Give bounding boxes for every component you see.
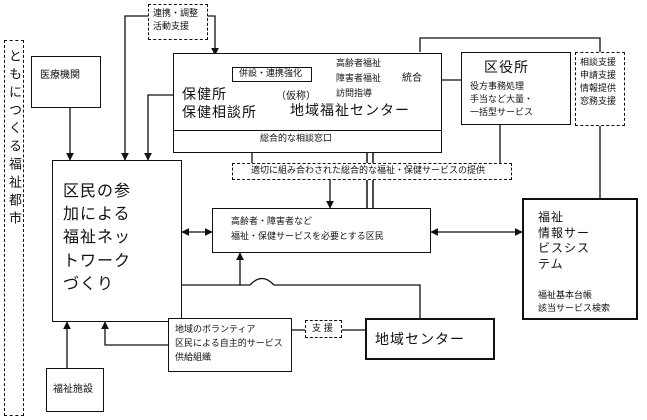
medical-institution-box: 医療機関 xyxy=(31,56,101,108)
center-to-network-arrow xyxy=(144,94,173,161)
provision-banner: 適切に組み合わされた総合的な福祉・保健サービスの提供 xyxy=(251,166,486,176)
bottom-loop-line xyxy=(124,277,421,320)
support-label: 支 援 xyxy=(312,324,333,334)
support-label-box: 支 援 xyxy=(305,320,342,338)
health-welfare-center-box: 併設・連携強化 保健所 保健相談所 （仮称） 地域福祉センター 高齢者福祉 障害… xyxy=(173,53,442,153)
welfare-facility-box: 福祉施設 xyxy=(46,368,104,412)
provisional-label: （仮称） xyxy=(276,91,316,102)
integration-label: 統合 xyxy=(402,73,422,84)
service-visit: 訪問指導 xyxy=(336,89,373,99)
target-residents-label: 高齢者・障害者など 福祉・保健サービスを必要とする区民 xyxy=(231,217,384,243)
cooperation-box: 併設・連携強化 xyxy=(232,67,312,82)
volunteer-to-network-arrow xyxy=(101,321,168,346)
welfare-info-system-title: 福祉 情報サー ビスシス テム xyxy=(538,210,591,271)
volunteer-label: 地域のボランティア 区民による自主的サービス 供給組織 xyxy=(175,325,283,363)
welfare-info-system-sub: 福祉基本台帳 該当サービス検索 xyxy=(538,291,611,315)
ward-to-support-bracket xyxy=(419,37,601,52)
welfare-info-system-box: 福祉 情報サー ビスシス テム 福祉基本台帳 該当サービス検索 xyxy=(522,198,638,320)
center-divider xyxy=(174,130,441,131)
support-list: 相談支援 申請支援 情報提供 窓務支援 xyxy=(580,58,617,108)
liaison-to-center-arrow xyxy=(205,15,219,56)
medical-institution-label: 医療機関 xyxy=(40,70,80,81)
general-consultation-label: 総合的な相談窓口 xyxy=(260,134,333,144)
cooperation-label: 併設・連携強化 xyxy=(239,69,303,79)
community-center-label: 地域センター xyxy=(375,332,465,348)
health-consultation-label: 保健相談所 xyxy=(182,105,257,121)
ward-office-details: 役方事務処理 手当など大量・ 一括型サービス xyxy=(470,82,534,119)
side-slogan: ともにつくる福祉都市 xyxy=(6,49,21,229)
provision-banner-box: 適切に組み合わされた総合的な福祉・保健サービスの提供 xyxy=(232,163,512,180)
regional-welfare-center-label: 地域福祉センター xyxy=(290,103,410,119)
health-center-label: 保健所 xyxy=(182,87,227,103)
service-elderly: 高齢者福祉 xyxy=(336,59,382,69)
liaison-to-network-arrow xyxy=(121,15,148,161)
volunteer-box: 地域のボランティア 区民による自主的サービス 供給組織 xyxy=(168,318,292,372)
liaison-box: 連携・調整 活動支援 xyxy=(148,4,208,40)
support-list-box: 相談支援 申請支援 情報提供 窓務支援 xyxy=(575,52,625,126)
service-disabled: 障害者福祉 xyxy=(336,74,382,84)
liaison-label: 連携・調整 活動支援 xyxy=(153,9,199,33)
welfare-facility-label: 福祉施設 xyxy=(53,384,93,395)
ward-office-title: 区役所 xyxy=(484,60,529,76)
ward-office-box: 区役所 役方事務処理 手当など大量・ 一括型サービス xyxy=(461,52,571,125)
side-slogan-box: ともにつくる福祉都市 xyxy=(4,40,24,416)
community-center-box: 地域センター xyxy=(365,318,495,360)
network-box: 区民の参 加による 福祉ネッ トワーク づくり xyxy=(52,160,182,322)
network-title: 区民の参 加による 福祉ネッ トワーク づくり xyxy=(63,181,132,293)
target-residents-box: 高齢者・障害者など 福祉・保健サービスを必要とする区民 xyxy=(212,208,431,253)
